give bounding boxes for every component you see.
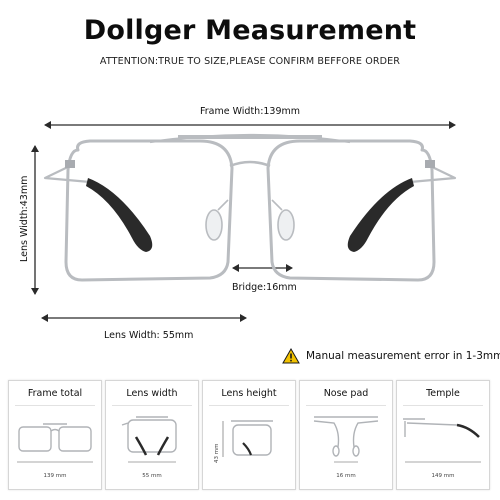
card-divider: [306, 405, 386, 406]
nose-pad-illustration: [313, 416, 379, 463]
card-dimension: 139 mm: [43, 473, 67, 479]
card-title: Lens height: [221, 388, 277, 399]
frame-width-label: Frame Width:139mm: [199, 106, 301, 117]
attention-subtitle: ATTENTION:TRUE TO SIZE,PLEASE CONFIRM BE…: [99, 56, 401, 67]
card-divider: [403, 405, 483, 406]
card-dimension: 55 mm: [142, 473, 162, 479]
card-nose-pad: Nose pad 16 mm: [299, 380, 393, 490]
card-title: Temple: [426, 388, 460, 399]
card-divider: [112, 405, 192, 406]
warning-text: Manual measurement error in 1-3mm: [306, 350, 500, 362]
card-dimension: 16 mm: [336, 473, 356, 479]
card-divider: [209, 405, 289, 406]
lens-width-illustration: [121, 416, 177, 463]
card-lens-width: Lens width 55 mm: [105, 380, 199, 490]
card-dimension: 43 mm: [214, 443, 220, 463]
card-dimension: 149 mm: [431, 473, 455, 479]
lens-height-illustration: [222, 420, 273, 457]
card-title: Frame total: [27, 388, 83, 399]
card-lens-height: Lens height 43 mm: [202, 380, 296, 490]
frame-total-illustration: [17, 423, 93, 463]
bridge-label: Bridge:16mm: [232, 282, 297, 293]
card-divider: [15, 405, 95, 406]
card-title: Lens width: [126, 388, 178, 399]
lens-width-label: Lens Width: 55mm: [104, 330, 194, 341]
warning-note: Manual measurement error in 1-3mm: [282, 347, 500, 365]
page-title: Dollger Measurement: [83, 15, 417, 46]
card-temple: Temple 149 mm: [396, 380, 490, 490]
card-frame-total: Frame total 139 mm: [8, 380, 102, 490]
card-title: Nose pad: [323, 388, 369, 399]
temple-illustration: [403, 418, 481, 463]
measurement-cards: Frame total 139 mm Lens width: [6, 380, 494, 490]
warning-triangle-icon: [282, 348, 300, 364]
